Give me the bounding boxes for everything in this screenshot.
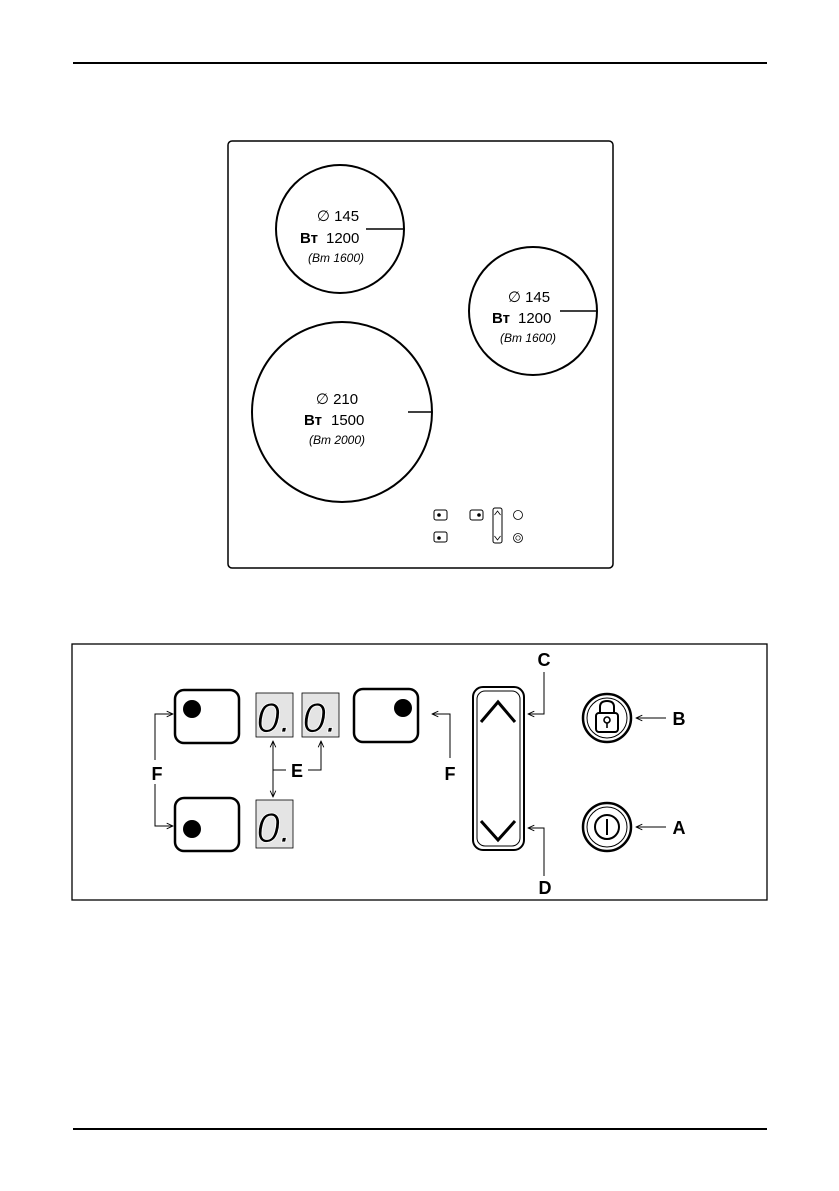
zone-1-power-value: 1200 <box>326 230 359 247</box>
zone-3-power-unit: Вт <box>304 412 322 429</box>
mini-zone-button-2 <box>469 509 484 521</box>
zone-2-power-unit: Вт <box>492 310 510 327</box>
power-button[interactable] <box>581 801 633 853</box>
label-f-left: F <box>152 764 163 784</box>
cooking-zone-2: ∅ 145 Вт 1200 (Вт 1600) <box>468 246 598 376</box>
callout-a: A <box>636 818 686 838</box>
zone-button-bottom-left[interactable] <box>173 796 241 853</box>
power-slider[interactable] <box>472 686 525 851</box>
zone-3-diameter: ∅ 210 <box>316 391 358 408</box>
zone-1-power-unit: Вт <box>300 230 318 247</box>
chevron-down-icon[interactable] <box>479 819 517 843</box>
callout-e: E <box>273 741 321 797</box>
zone-1-diameter: ∅ 145 <box>317 208 359 225</box>
label-e: E <box>291 761 303 781</box>
label-c: C <box>538 650 551 670</box>
display-zone-1-value: 0. <box>256 694 291 741</box>
cooking-zone-1: ∅ 145 Вт 1200 (Вт 1600) <box>275 164 405 294</box>
lock-button[interactable] <box>581 692 633 744</box>
zone-2-boost: (Вт 1600) <box>500 331 556 345</box>
zone-3-boost: (Вт 2000) <box>309 433 365 447</box>
display-zone-2-value: 0. <box>302 694 337 741</box>
cooking-zone-3: ∅ 210 Вт 1500 (Вт 2000) <box>251 321 433 503</box>
zone-1-boost: (Вт 1600) <box>308 251 364 265</box>
top-rule <box>73 62 767 64</box>
power-icon <box>594 814 620 840</box>
label-f-right: F <box>445 764 456 784</box>
zone-2-diameter: ∅ 145 <box>508 289 550 306</box>
callout-d: D <box>528 828 552 898</box>
display-zone-1: 0. <box>255 692 294 741</box>
mini-slider <box>492 507 503 544</box>
zone-button-top-right[interactable] <box>352 687 420 744</box>
label-b: B <box>673 709 686 729</box>
zone-button-top-left[interactable] <box>173 688 241 745</box>
cooktop-diagram: ∅ 145 Вт 1200 (Вт 1600) ∅ 145 Вт 1200 (В… <box>227 140 614 569</box>
zone-3-power-value: 1500 <box>331 412 364 429</box>
label-d: D <box>539 878 552 898</box>
callout-c: C <box>528 650 551 714</box>
label-a: A <box>673 818 686 838</box>
display-zone-3-value: 0. <box>256 804 291 851</box>
mini-lock-icon <box>513 510 523 520</box>
mini-zone-button-1 <box>433 509 448 521</box>
control-panel-frame <box>71 643 768 901</box>
display-zone-3: 0. <box>255 799 294 851</box>
chevron-up-icon[interactable] <box>479 699 517 723</box>
cooktop-outline <box>227 140 614 569</box>
display-zone-2: 0. <box>301 692 340 741</box>
bottom-rule <box>73 1128 767 1130</box>
zone-2-power-value: 1200 <box>518 310 551 327</box>
callout-b: B <box>636 709 686 729</box>
callout-f-left: F <box>152 714 174 826</box>
mini-control-panel <box>433 507 523 544</box>
mini-power-icon <box>513 533 523 543</box>
mini-zone-button-3 <box>433 531 448 543</box>
lock-icon <box>595 699 619 733</box>
callout-f-right: F <box>432 714 456 784</box>
